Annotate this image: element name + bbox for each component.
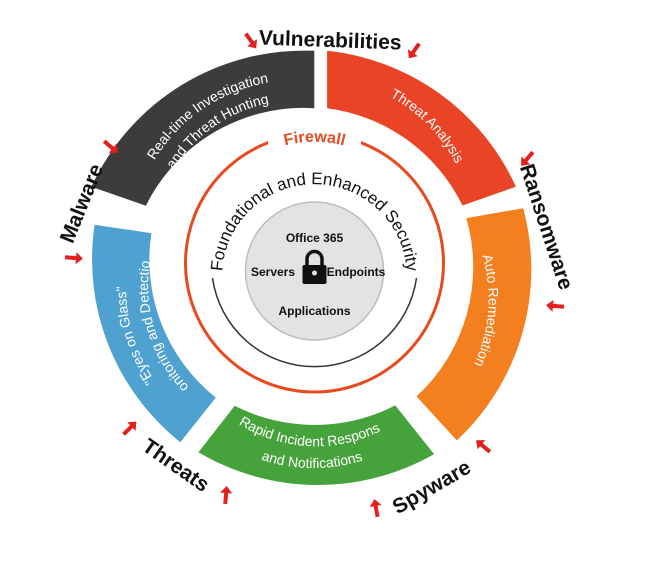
core-applications: Applications xyxy=(278,304,350,318)
arrow-icon xyxy=(244,32,258,49)
arrow-icon xyxy=(369,499,382,518)
segment-rapid-response xyxy=(198,405,435,486)
threat-vulnerabilities: Vulnerabilities xyxy=(258,27,401,55)
segment-auto-remediation xyxy=(416,208,532,441)
segment-eyes-on-glass xyxy=(92,224,216,443)
firewall-label: Firewall xyxy=(282,129,347,150)
arrow-icon xyxy=(546,299,565,312)
foundation-arc xyxy=(211,277,418,368)
threat-arrows xyxy=(64,32,565,518)
segment-label-rapid-response-line2: and Notifications xyxy=(260,447,364,471)
threat-threats: Threats xyxy=(138,434,213,496)
arrow-icon xyxy=(220,486,233,505)
firewall-label-gap xyxy=(268,128,361,152)
segment-threat-hunting xyxy=(91,50,315,206)
lock-icon xyxy=(302,249,327,284)
core-office365: Office 365 xyxy=(286,231,344,245)
arrow-icon xyxy=(476,440,492,454)
arrow-icon xyxy=(102,139,118,153)
arrow-icon xyxy=(407,42,421,59)
segment-threat-analysis xyxy=(327,50,516,206)
core-endpoints: Endpoints xyxy=(327,265,386,279)
arrow-icon xyxy=(64,252,83,265)
arrow-icon xyxy=(122,421,137,436)
arrow-icon xyxy=(521,150,535,166)
core-servers: Servers xyxy=(251,265,295,279)
